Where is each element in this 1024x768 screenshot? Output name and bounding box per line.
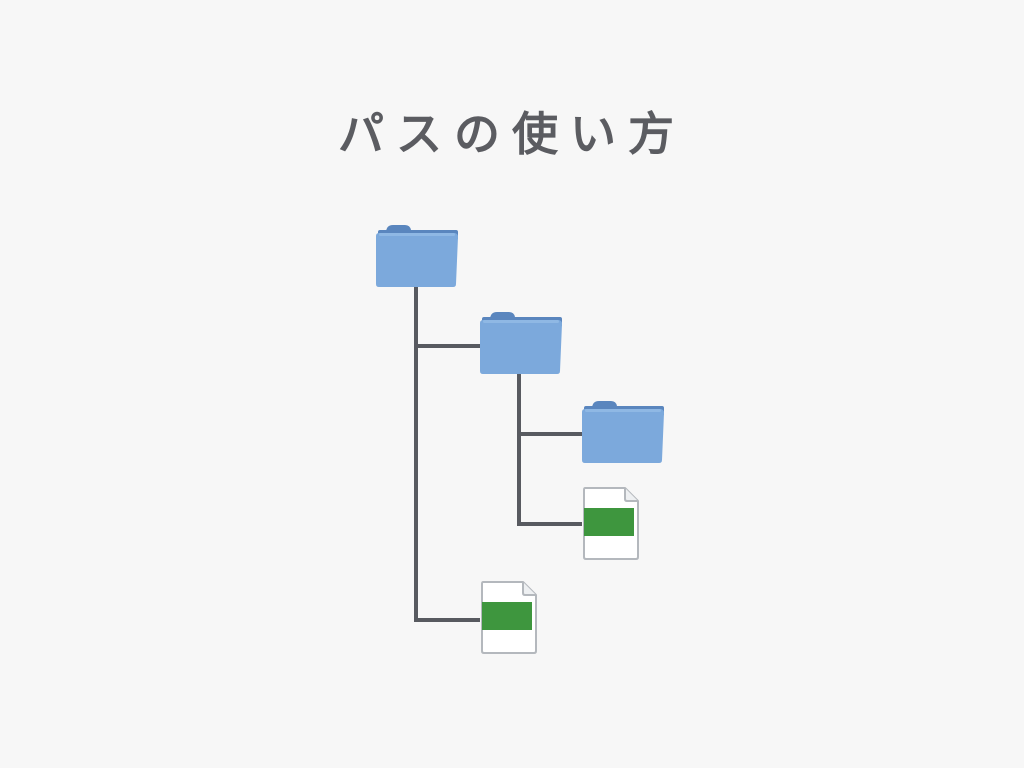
file-corner-fold	[624, 488, 638, 502]
folder-icon-root[interactable]	[376, 225, 458, 287]
connector-level-2-trunk	[517, 374, 582, 526]
file-icon-level-3[interactable]	[583, 487, 639, 560]
folder-icon-level-3[interactable]	[582, 401, 664, 463]
connector-root-trunk	[414, 286, 480, 622]
folder-highlight	[483, 320, 559, 323]
folder-front	[376, 233, 458, 287]
file-label-band	[482, 602, 532, 630]
folder-highlight	[379, 233, 455, 236]
file-icon-level-2[interactable]	[481, 581, 537, 654]
file-corner-fold	[522, 582, 536, 596]
folder-icon-level-2[interactable]	[480, 312, 562, 374]
folder-highlight	[585, 409, 661, 412]
folder-front	[582, 409, 664, 463]
folder-front	[480, 320, 562, 374]
file-label-band	[584, 508, 634, 536]
page-title: パスの使い方	[338, 107, 686, 161]
